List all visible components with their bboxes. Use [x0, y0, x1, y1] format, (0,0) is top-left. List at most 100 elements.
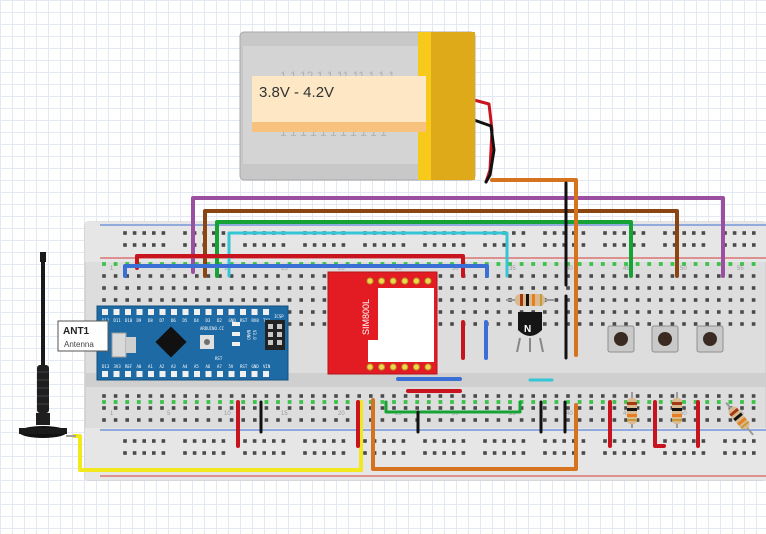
arduino-pin-top[interactable]	[251, 309, 258, 315]
sim-module-label: SIM800L	[361, 299, 371, 335]
wire-orange[interactable]	[490, 178, 578, 357]
arduino-nano[interactable]: D12D11D10D9D8D7D6D5D4D3D2GNDRSTRX0TX1 D1…	[96, 305, 289, 381]
arduino-pin-label: RX0	[252, 318, 260, 323]
breadboard-column-number: 25	[395, 411, 402, 417]
arduino-pin-bottom[interactable]	[217, 371, 223, 377]
arduino-pin-label: D11	[114, 318, 122, 323]
wire-green-bottom[interactable]	[384, 400, 522, 414]
wire-battery-red[interactable]	[472, 98, 494, 184]
arduino-pin-bottom[interactable]	[113, 371, 120, 377]
wire-blue-top[interactable]	[123, 264, 489, 278]
antenna[interactable]	[19, 252, 76, 438]
breadboard-column-number: 20	[338, 411, 345, 417]
icsp-label: ICSP	[274, 314, 284, 319]
arduino-pin-label: A7	[217, 364, 222, 369]
breadboard-column-number: 50	[680, 411, 687, 417]
arduino-pin-label: A0	[137, 364, 142, 369]
sim-pin-bottom[interactable]	[378, 363, 386, 371]
breadboard-column-number: 30	[452, 411, 459, 417]
breadboard-column-number: 10	[224, 411, 231, 417]
wire-battery-black[interactable]	[472, 118, 496, 184]
resistor-2[interactable]	[672, 392, 682, 428]
sim-pin-top[interactable]	[389, 277, 397, 285]
arduino-pin-top[interactable]	[240, 309, 246, 315]
sim800l-module[interactable]: SIM800L	[327, 271, 438, 375]
arduino-pin-label: A2	[160, 364, 165, 369]
sim-pin-bottom[interactable]	[389, 363, 397, 371]
arduino-pin-bottom[interactable]	[102, 371, 108, 377]
sim-pin-top[interactable]	[378, 277, 386, 285]
arduino-pin-top[interactable]	[125, 309, 131, 315]
breadboard-column-number: 30	[452, 266, 459, 272]
wire-red-l[interactable]	[653, 400, 666, 448]
resistor-base[interactable]	[506, 294, 554, 306]
wire-brown[interactable]	[203, 209, 679, 278]
resistor-1[interactable]	[627, 392, 637, 428]
transistor[interactable]: N	[516, 312, 544, 353]
wire-purple[interactable]	[191, 196, 725, 278]
arduino-pin-label: A3	[171, 364, 176, 369]
sim-pin-bottom[interactable]	[366, 363, 374, 371]
sim-pin-bottom[interactable]	[412, 363, 420, 371]
pushbutton-3[interactable]	[696, 325, 724, 353]
sim-pin-top[interactable]	[401, 277, 409, 285]
arduino-pin-top[interactable]	[171, 309, 177, 315]
arduino-version: V3.0	[252, 330, 257, 340]
arduino-pin-top[interactable]	[217, 309, 223, 315]
arduino-pin-top[interactable]	[136, 309, 143, 315]
microcontroller-chip	[155, 326, 187, 358]
arduino-pin-label: A1	[148, 364, 153, 369]
antenna-tooltip-subtitle: Antenna	[64, 340, 94, 349]
arduino-pin-bottom[interactable]	[194, 371, 200, 377]
arduino-pin-top[interactable]	[148, 309, 154, 315]
arduino-pin-bottom[interactable]	[136, 371, 143, 377]
breadboard-column-number: 35	[509, 266, 516, 272]
breadboard-column-number: 20	[338, 266, 345, 272]
arduino-pin-top[interactable]	[263, 309, 269, 315]
breadboard-column-number: 45	[623, 411, 630, 417]
arduino-pin-bottom[interactable]	[148, 371, 154, 377]
usb-port[interactable]	[111, 332, 127, 358]
breadboard-column-number: 35	[509, 411, 516, 417]
arduino-pin-top[interactable]	[194, 309, 200, 315]
sim-pin-top[interactable]	[424, 277, 432, 285]
arduino-pin-top[interactable]	[113, 309, 120, 315]
sim-pin-top[interactable]	[412, 277, 420, 285]
arduino-pin-bottom[interactable]	[240, 371, 246, 377]
arduino-pin-bottom[interactable]	[182, 371, 189, 377]
sim-pin-top[interactable]	[366, 277, 374, 285]
lipo-battery[interactable]: 1 1 12 1 1 11 11 1 1 1 1 1 1 1 1 1 1 1 1…	[239, 31, 476, 181]
arduino-pin-top[interactable]	[159, 309, 166, 315]
arduino-pin-top[interactable]	[102, 309, 108, 315]
arduino-pin-bottom[interactable]	[228, 371, 235, 377]
arduino-pin-bottom[interactable]	[171, 371, 177, 377]
breadboard-column-number: 25	[395, 266, 402, 272]
battery-voltage-label: 3.8V - 4.2V	[259, 84, 334, 101]
breadboard-column-number: 40	[566, 266, 573, 272]
wire-yellow[interactable]	[72, 400, 363, 472]
arduino-pin-bottom[interactable]	[205, 371, 212, 377]
wire-green-top[interactable]	[215, 220, 633, 278]
arduino-pin-label: 5V	[229, 364, 234, 369]
wire-orange-bottom[interactable]	[371, 398, 578, 471]
reset-label: RST	[215, 356, 223, 361]
arduino-pin-bottom[interactable]	[251, 371, 258, 377]
resistor-3[interactable]	[722, 399, 757, 438]
arduino-pin-top[interactable]	[205, 309, 212, 315]
breadboard-column-number: 55	[737, 266, 744, 272]
sim-pin-bottom[interactable]	[401, 363, 409, 371]
arduino-pin-top[interactable]	[228, 309, 235, 315]
arduino-brand: ARDUINO.CC	[200, 326, 225, 331]
arduino-pin-top[interactable]	[182, 309, 189, 315]
arduino-pin-bottom[interactable]	[125, 371, 131, 377]
arduino-pin-bottom[interactable]	[159, 371, 166, 377]
arduino-pin-bottom[interactable]	[263, 371, 269, 377]
wires	[72, 98, 725, 472]
pushbutton-1[interactable]	[607, 325, 635, 353]
pushbutton-2[interactable]	[651, 325, 679, 353]
breadboard-column-number: 15	[281, 266, 288, 272]
breadboard-column-number: 40	[566, 411, 573, 417]
sim-pin-bottom[interactable]	[424, 363, 432, 371]
breadboard-column-number: 5	[167, 266, 171, 272]
